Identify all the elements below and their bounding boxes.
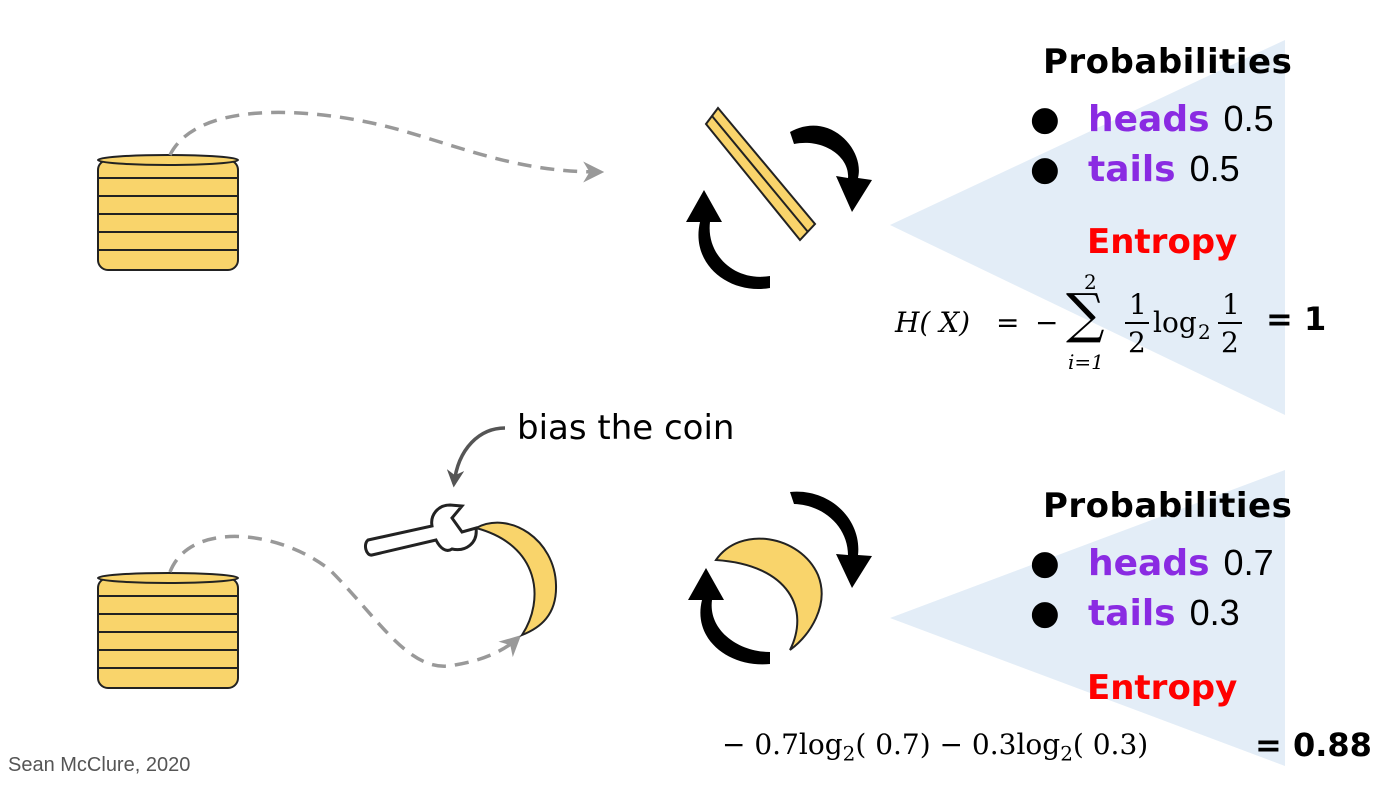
top-formula-frac1-num: 1 — [1129, 288, 1147, 321]
top-formula-equals: = — [996, 306, 1020, 339]
top-tails-row: ● tails 0.5 — [1030, 148, 1240, 190]
top-formula-sigma: ∑ — [1066, 282, 1105, 345]
top-rotation-arrows-icon — [686, 125, 872, 290]
biased-crescent-coin — [473, 521, 558, 638]
top-heads-label: heads — [1088, 98, 1210, 140]
top-flipping-coin — [704, 106, 817, 242]
bottom-coin-stack — [97, 572, 239, 689]
top-formula-frac1-den: 2 — [1128, 326, 1146, 359]
bottom-heads-row: ● heads 0.7 — [1030, 542, 1274, 584]
bottom-info-cone — [890, 470, 1285, 766]
bottom-heads-label: heads — [1088, 542, 1210, 584]
top-flip-path-arrow — [168, 110, 605, 183]
top-formula-frac2-den: 2 — [1221, 326, 1239, 359]
bottom-formula-part2: ( 0.7) − 0.3log — [855, 728, 1061, 761]
top-heads-row: ● heads 0.5 — [1030, 98, 1274, 140]
top-coin-stack — [97, 154, 239, 271]
bullet-dot-icon: ● — [1030, 543, 1060, 583]
bottom-formula-part1: − 0.7log — [722, 728, 843, 761]
bias-caption-arrow — [446, 426, 506, 488]
top-formula-log-base: 2 — [1198, 320, 1211, 344]
bullet-dot-icon: ● — [1030, 149, 1060, 189]
top-tails-label: tails — [1088, 148, 1176, 190]
bottom-entropy-result: = 0.88 — [1255, 726, 1372, 764]
top-formula-log: log — [1153, 306, 1197, 339]
top-formula-frac1-bar — [1125, 322, 1149, 324]
bottom-formula-sub2: 2 — [1060, 741, 1073, 766]
top-formula-upper-limit: 2 — [1084, 270, 1097, 294]
top-entropy-title: Entropy — [1087, 222, 1238, 262]
bottom-rotation-arrows-icon — [688, 491, 872, 665]
bottom-tails-value: 0.3 — [1189, 592, 1240, 633]
author-credit: Sean McClure, 2020 — [8, 754, 191, 776]
bottom-flip-path-arrow — [168, 534, 522, 668]
bottom-formula: − 0.7log2( 0.7) − 0.3log2( 0.3) — [722, 728, 1148, 766]
bottom-entropy-title: Entropy — [1087, 668, 1238, 708]
top-formula-lhs: H( X) — [895, 306, 971, 339]
top-entropy-result: = 1 — [1266, 300, 1327, 338]
bullet-dot-icon: ● — [1030, 593, 1060, 633]
top-formula-frac2-num: 1 — [1222, 288, 1240, 321]
bottom-formula-part3: ( 0.3) — [1072, 728, 1149, 761]
bullet-dot-icon: ● — [1030, 99, 1060, 139]
top-tails-value: 0.5 — [1189, 148, 1240, 189]
top-probabilities-title: Probabilities — [1043, 42, 1293, 82]
bottom-formula-sub1: 2 — [842, 741, 856, 766]
bottom-heads-value: 0.7 — [1223, 542, 1274, 583]
bias-coin-caption: bias the coin — [517, 408, 735, 448]
top-formula-lower-limit: i=1 — [1068, 350, 1104, 374]
bottom-flipping-crescent-coin — [714, 537, 823, 651]
top-formula-minus: − — [1035, 306, 1059, 339]
top-info-cone — [890, 40, 1285, 415]
bottom-tails-row: ● tails 0.3 — [1030, 592, 1240, 634]
bottom-probabilities-title: Probabilities — [1043, 486, 1293, 526]
top-formula-frac2-bar — [1218, 322, 1242, 324]
top-heads-value: 0.5 — [1223, 98, 1274, 139]
wrench-icon — [363, 503, 478, 557]
bottom-tails-label: tails — [1088, 592, 1176, 634]
